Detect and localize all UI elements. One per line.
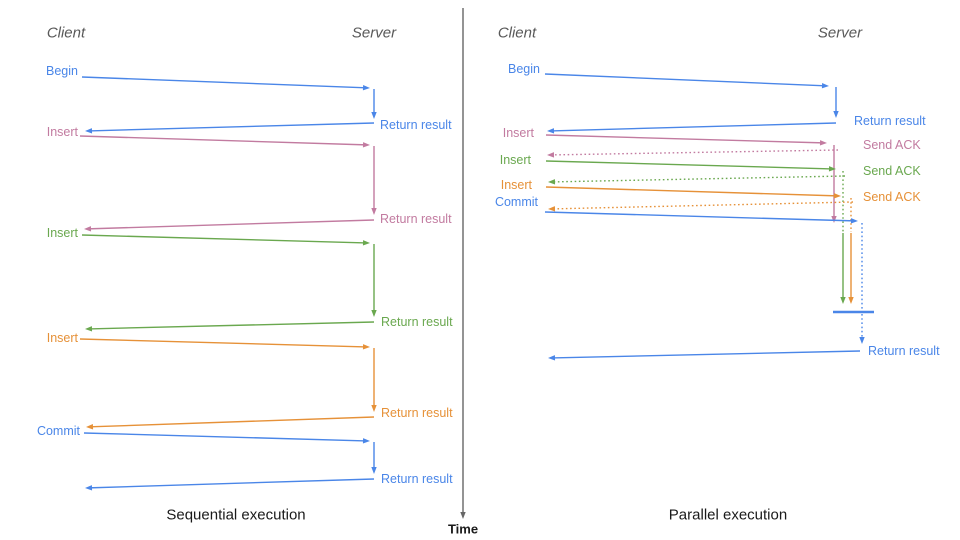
par-insert3-ack-arrow-shaft [551,201,854,210]
par-insert2-request-arrow-head [828,166,836,172]
seq-insert1-return-arrow-head [84,226,92,232]
par-insert1-exec-arrow-head [831,216,837,223]
seq-commit-return-arrow-head [85,485,93,491]
par-insert1-ack-arrow-shaft [550,149,839,156]
seq-begin-request-arrow-head [362,85,370,91]
seq-insert2-exec-arrow [371,244,377,317]
par-commit-return-arrow-shaft [551,350,861,359]
seq-insert1-request-arrow-shaft [79,135,367,146]
par-commit-finish-arrow [859,314,865,344]
seq-insert2-request-arrow [81,234,370,246]
seq-insert2-return-arrow [85,321,375,332]
seq-commit-return-arrow-shaft [88,478,375,489]
par-insert1-exec-arrow [831,145,837,223]
par-insert1-ack-arrow [547,149,839,158]
seq-begin-exec-arrow-head [371,112,377,119]
par-insert3-request-arrow-shaft [545,186,838,197]
seq-begin-exec-arrow [371,89,377,119]
seq-insert3-request-arrow-head [362,344,370,350]
par-insert3-exec-arrow-head [848,297,854,304]
seq-commit-exec-arrow [371,442,377,474]
par-begin-exec-arrow [833,87,839,118]
seq-insert1-return-arrow [84,219,375,232]
seq-insert2-exec-arrow-head [371,310,377,317]
seq-insert2-request-arrow-head [362,240,370,246]
par-insert3-ack-arrow-head [548,206,556,212]
par-commit-finish-arrow-head [859,337,865,344]
time-axis-line-head [460,512,466,519]
par-insert2-request-arrow [545,160,836,172]
seq-commit-request-arrow [83,432,370,444]
par-insert2-exec-arrow-head [840,297,846,304]
par-commit-return-arrow-head [548,355,556,361]
seq-insert1-exec-arrow [371,146,377,215]
seq-begin-request-arrow [81,76,370,91]
par-commit-return-arrow [548,350,861,361]
seq-insert3-return-arrow [86,416,375,430]
par-insert1-request-arrow-head [819,140,827,146]
seq-insert2-return-arrow-shaft [88,321,375,330]
seq-insert3-exec-arrow [371,348,377,412]
par-begin-exec-arrow-head [833,111,839,118]
par-insert1-ack-arrow-head [547,152,555,158]
seq-commit-request-arrow-shaft [83,432,367,442]
par-begin-return-arrow-head [547,128,555,134]
par-insert2-request-arrow-shaft [545,160,833,170]
par-insert1-request-arrow [545,134,827,146]
par-begin-request-arrow-head [821,83,829,89]
seq-insert1-request-arrow [79,135,370,148]
par-insert1-request-arrow-shaft [545,134,824,144]
par-begin-return-arrow-shaft [550,122,837,132]
par-commit-request-arrow [544,211,858,224]
seq-insert3-return-arrow-head [86,424,94,430]
par-insert2-ack-arrow-shaft [551,175,846,183]
time-axis-line [460,8,466,519]
par-begin-return-arrow [547,122,837,134]
par-insert3-ack-arrow [548,201,854,212]
seq-begin-return-arrow-head [85,128,93,134]
seq-begin-request-arrow-shaft [81,76,367,89]
par-insert2-exec-arrow [840,233,846,304]
seq-insert3-request-arrow-shaft [79,338,367,348]
seq-insert1-request-arrow-head [362,142,370,148]
seq-commit-exec-arrow-head [371,467,377,474]
par-insert3-exec-arrow [848,233,854,304]
seq-insert3-exec-arrow-head [371,405,377,412]
seq-insert1-exec-arrow-head [371,208,377,215]
par-insert2-ack-arrow-head [548,179,556,185]
par-commit-request-arrow-head [850,218,858,224]
par-insert2-ack-arrow [548,175,846,185]
par-insert3-request-arrow [545,186,841,199]
seq-begin-return-arrow-shaft [88,122,375,132]
par-begin-request-arrow-shaft [544,73,826,87]
par-commit-request-arrow-shaft [544,211,855,222]
seq-commit-request-arrow-head [362,438,370,444]
seq-insert2-return-arrow-head [85,326,93,332]
seq-insert3-return-arrow-shaft [89,416,375,428]
seq-commit-return-arrow [85,478,375,491]
seq-insert1-return-arrow-shaft [87,219,375,230]
seq-insert2-request-arrow-shaft [81,234,367,244]
seq-insert3-request-arrow [79,338,370,350]
par-begin-request-arrow [544,73,829,89]
par-insert3-request-arrow-head [833,193,841,199]
seq-begin-return-arrow [85,122,375,134]
